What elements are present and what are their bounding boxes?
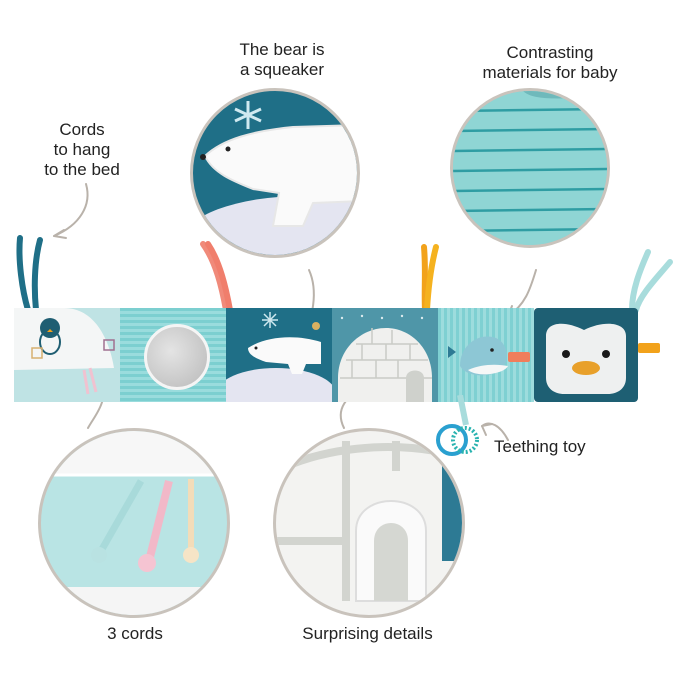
penguin-face-panel (534, 308, 638, 402)
callout-cords-to-hang: Cords to hang to the bed (30, 120, 134, 180)
igloo-detail-illustration (276, 441, 462, 615)
callout-cords-line2: to hang (53, 140, 111, 159)
cords-closeup-circle (38, 428, 230, 618)
callout-bear-squeaker: The bear is a squeaker (222, 40, 342, 80)
callout-surprising-details: Surprising details (302, 624, 433, 643)
fabric-closeup-circle (450, 88, 610, 248)
penguin-side-tag (638, 343, 660, 353)
igloo-illustration (338, 314, 432, 402)
callout-teething-toy: Teething toy (494, 437, 586, 456)
penguin-flap-panel (14, 308, 120, 402)
mirror (144, 324, 210, 390)
igloo-panel (332, 308, 438, 402)
whale-illustration (448, 336, 530, 376)
polar-bear-panel (226, 308, 332, 402)
cord-mint-2 (633, 259, 673, 313)
cord-coral-1 (200, 241, 229, 313)
cord-mint-1 (629, 249, 651, 313)
penguin-face-illustration (546, 323, 626, 394)
teething-rings[interactable] (430, 395, 490, 465)
cord-orange-2 (424, 244, 439, 313)
snowflake-icon (262, 312, 278, 328)
teething-ring-blue (436, 424, 468, 456)
striped-fabric-texture (453, 91, 607, 245)
callout-materials-line1: Contrasting (506, 43, 594, 62)
callout-contrasting-materials: Contrasting materials for baby (470, 43, 630, 83)
callout-materials-line2: materials for baby (482, 63, 618, 82)
callout-bear-line2: a squeaker (239, 60, 325, 79)
three-cords-illustration (41, 431, 227, 615)
cord-coral-2 (205, 241, 233, 313)
bear-closeup-circle (190, 88, 360, 258)
snowflake-icon (234, 101, 262, 129)
whale-panel (438, 308, 534, 402)
polar-bear-illustration (193, 101, 357, 255)
callout-cords-line1: Cords (59, 120, 105, 139)
cord-teal-1 (16, 235, 31, 313)
penguin-icon (39, 318, 61, 355)
cord-teal-2 (31, 237, 43, 313)
igloo-closeup-circle (273, 428, 465, 618)
callout-bear-line1: The bear is (239, 40, 325, 59)
callout-3-cords: 3 cords (107, 624, 163, 643)
teething-ring-teal (451, 426, 479, 454)
callout-cords-line3: to the bed (44, 160, 120, 179)
mirror-panel (120, 308, 226, 402)
